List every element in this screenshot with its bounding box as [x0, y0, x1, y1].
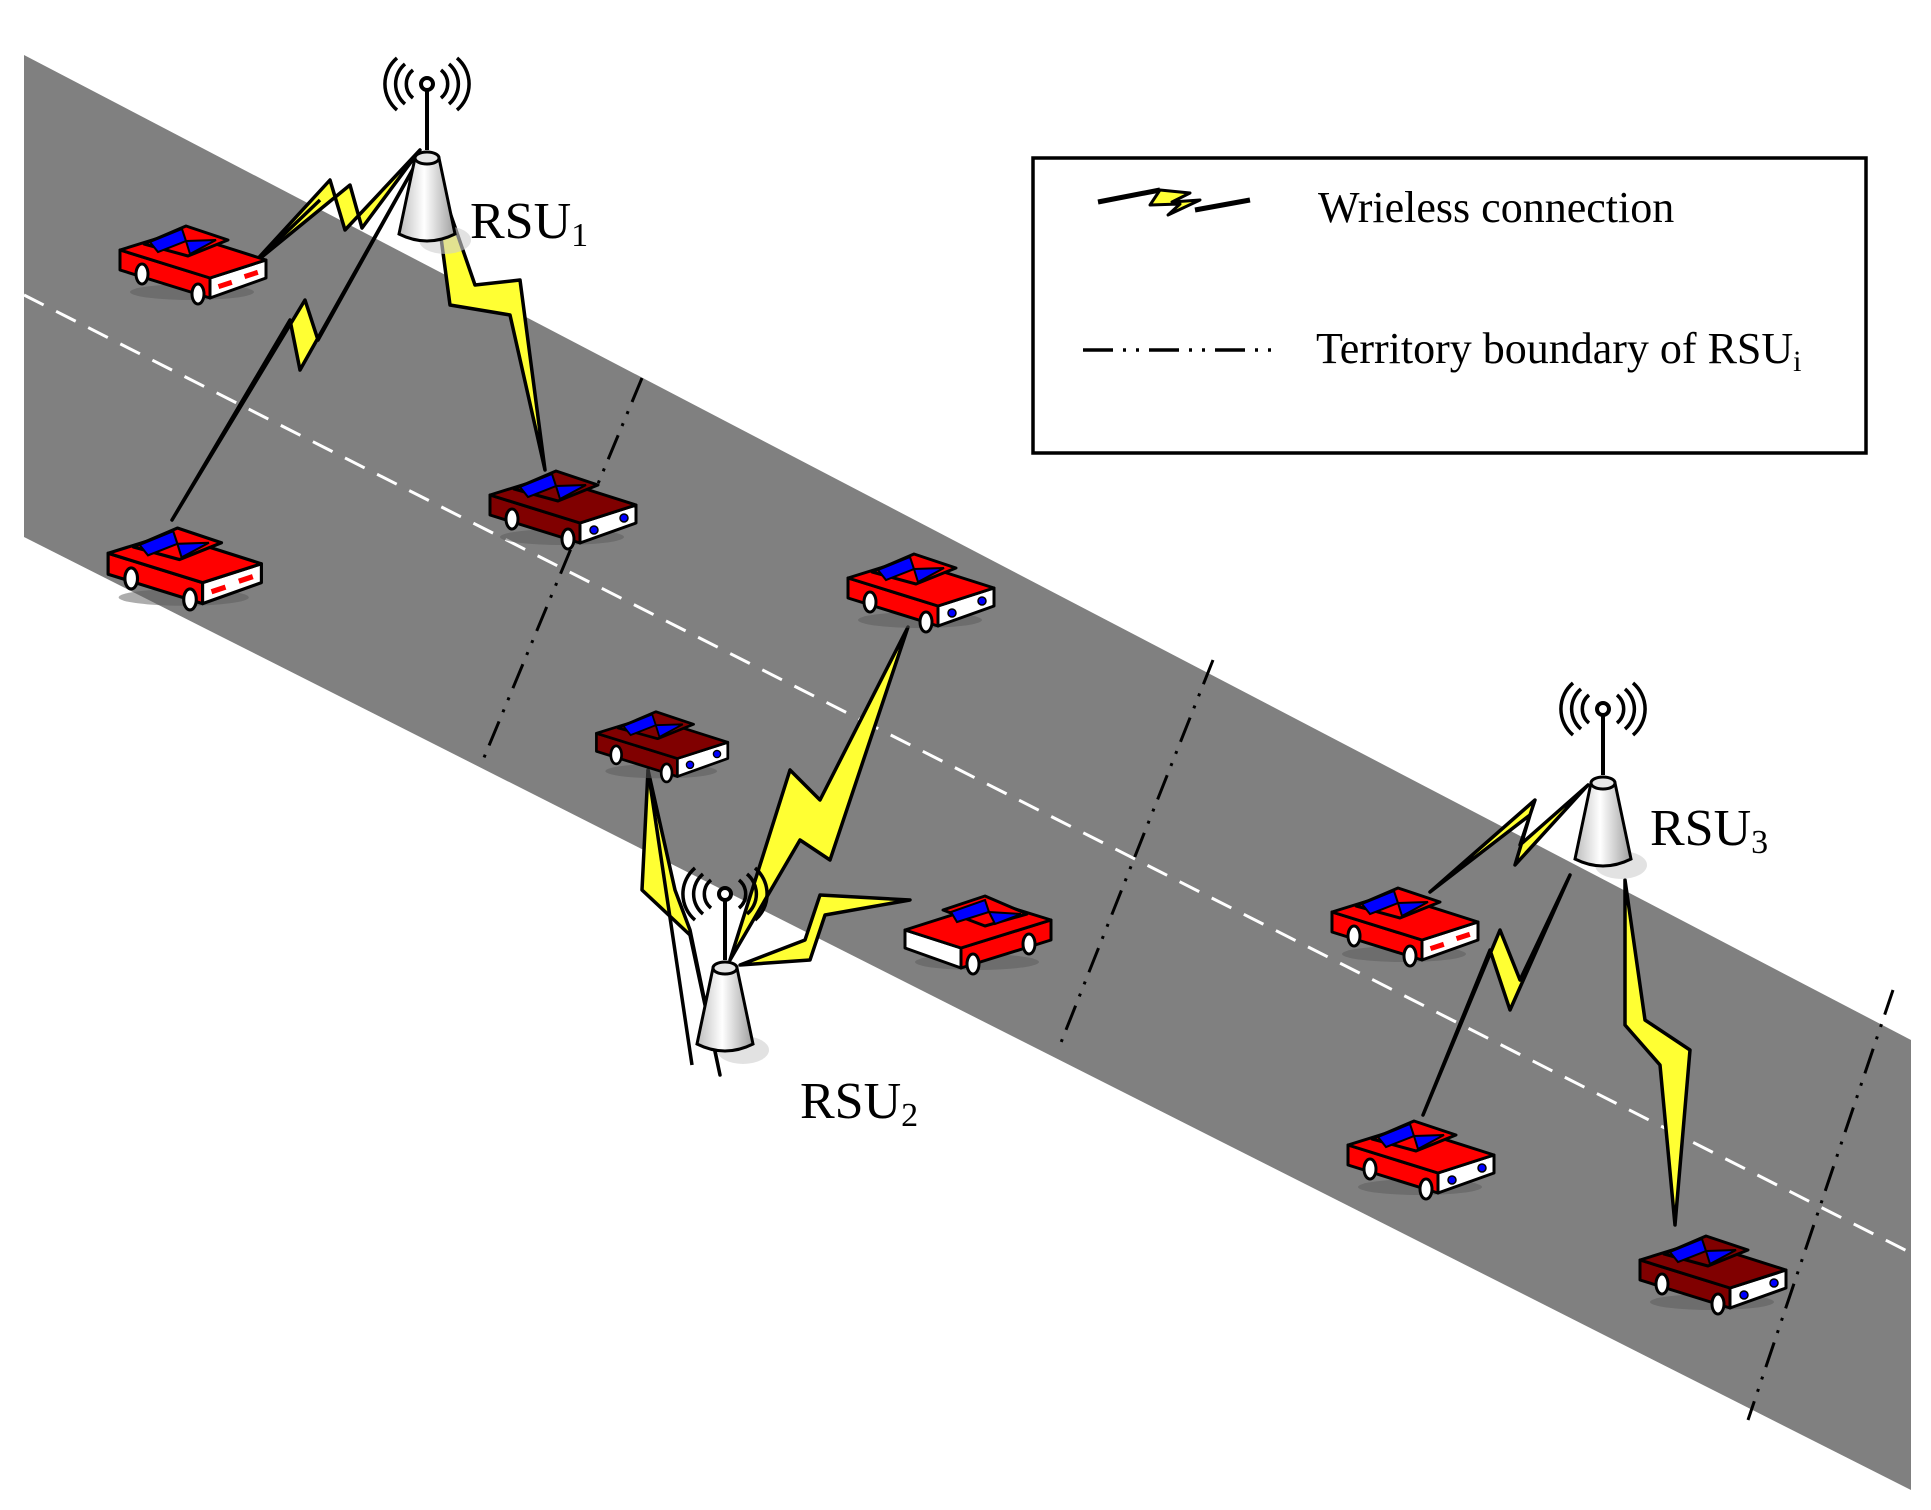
wireless-links [170, 148, 1692, 1227]
rsu-tower-icon [382, 56, 473, 256]
rsu2-label: RSU2 [800, 1073, 918, 1134]
lane-marking [23, 293, 1912, 1255]
rsu3-label: RSU3 [1650, 800, 1768, 861]
boundary-line-2 [1058, 659, 1215, 1046]
lightning-icon [250, 148, 422, 267]
legend-lightning-icon [1097, 187, 1251, 217]
lightning-icon [1428, 783, 1590, 894]
rsu1-label: RSU1 [470, 193, 588, 254]
boundary-line-3 [1746, 989, 1895, 1421]
legend-wireless-label: Wrieless connection [1318, 183, 1674, 232]
legend-box [1031, 156, 1868, 455]
lightning-icon [1623, 878, 1692, 1227]
lightning-icon [640, 768, 722, 1077]
lightning-icon [728, 625, 910, 962]
territory-boundaries [481, 377, 1895, 1421]
legend: Wrieless connection Territory boundary o… [1031, 156, 1868, 455]
rsu-tower-icon [1558, 681, 1649, 881]
boundary-line-1 [481, 377, 644, 761]
lightning-icon [1421, 873, 1572, 1117]
legend-boundary-label: Territory boundary of RSUi [1316, 324, 1802, 378]
lightning-icon [738, 893, 912, 967]
